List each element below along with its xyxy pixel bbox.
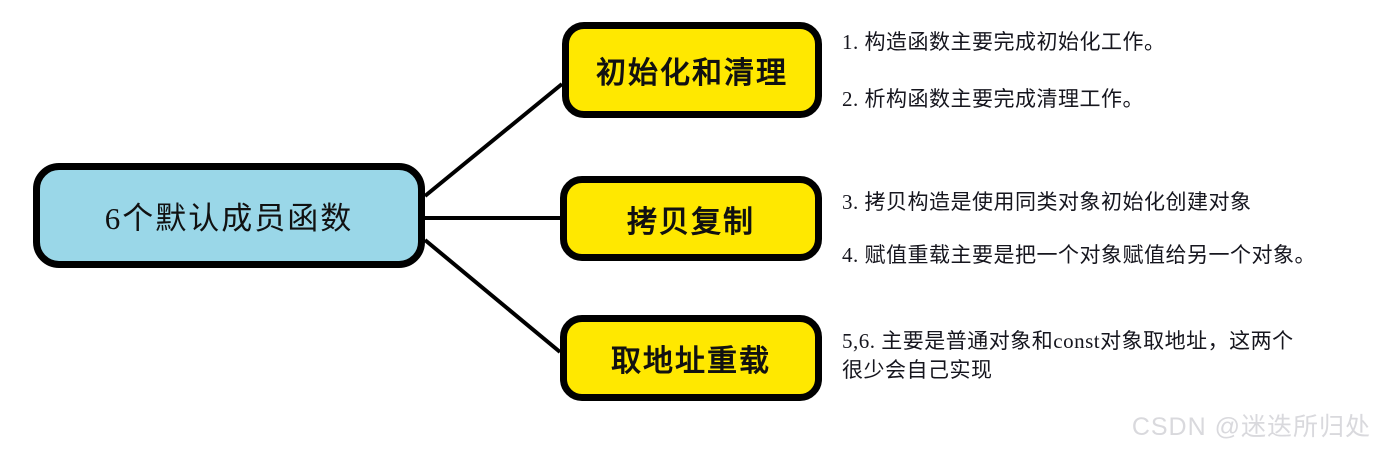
branch-node-label: 拷贝复制 <box>627 205 755 239</box>
branch-node-copy-assignment[interactable]: 拷贝复制 <box>560 176 822 261</box>
note-item-1: 1. 构造函数主要完成初始化工作。 <box>842 30 1166 54</box>
branch-node-label: 初始化和清理 <box>596 57 788 90</box>
branch-node-label: 取地址重载 <box>611 345 771 378</box>
root-to-branch-3 <box>423 238 562 354</box>
note-item-5-6: 5,6. 主要是普通对象和const对象取地址，这两个 很少会自己实现 <box>842 329 1294 382</box>
note-item-3: 3. 拷贝构造是使用同类对象初始化创建对象 <box>842 190 1252 214</box>
root-node-default-member-functions[interactable]: 6个默认成员函数 <box>33 163 425 268</box>
root-to-branch-1 <box>423 82 564 198</box>
branch-node-initialization-cleanup[interactable]: 初始化和清理 <box>562 22 822 118</box>
csdn-watermark: CSDN @迷迭所归处 <box>1131 413 1371 441</box>
note-item-2: 2. 析构函数主要完成清理工作。 <box>842 87 1144 111</box>
root-node-label: 6个默认成员函数 <box>104 201 354 236</box>
note-item-4: 4. 赋值重载主要是把一个对象赋值给另一个对象。 <box>842 243 1316 267</box>
branch-node-address-overload[interactable]: 取地址重载 <box>560 315 822 401</box>
